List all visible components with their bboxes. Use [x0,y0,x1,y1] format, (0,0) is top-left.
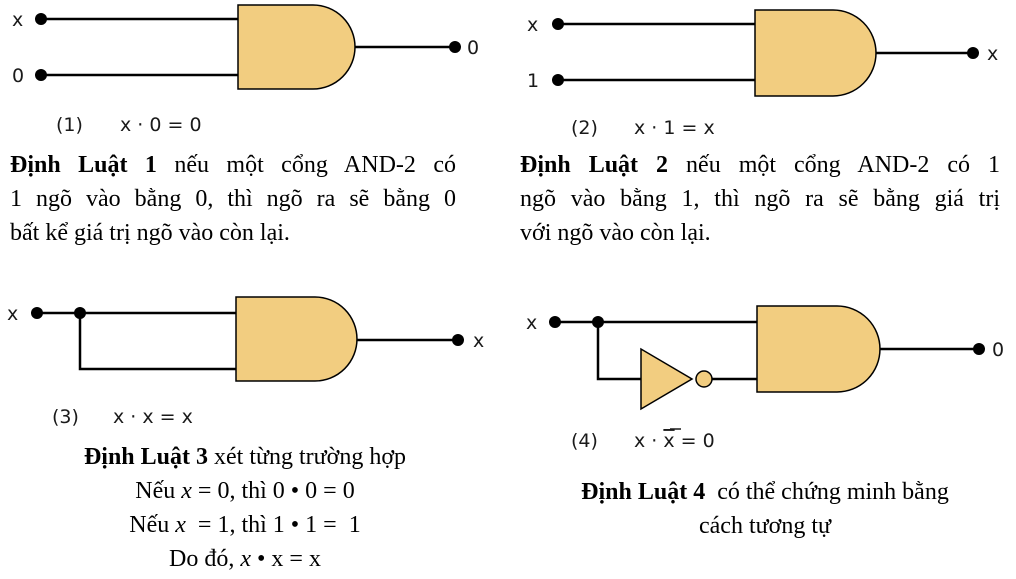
panel-2-circuit: x 1 x (2) x · 1 = x [527,9,998,139]
input-label: x [526,312,537,334]
output-dot [449,41,461,53]
input-label: x [7,303,18,325]
input-label-top: x [12,9,23,31]
caption-number: (2) [571,117,598,139]
and-gate-4 [756,305,881,393]
caption-number: (1) [56,114,83,136]
law-2-text: Định Luật 2 nếu một cổng AND-2 có 1 ngõ … [520,148,1000,250]
caption-number: (3) [52,406,79,428]
caption-eq-left: x · [634,430,663,452]
input-dot-top [552,18,564,30]
case-2-var: x [175,512,186,538]
law-4-line-2: cách tương tự [699,513,831,539]
caption-equation: x · 0 = 0 [120,114,202,136]
law-1-line-1: Định Luật 1 nếu một cổng AND-2 có [10,148,456,182]
caption-eq-right: = 0 [675,430,715,452]
caption-equation: x · x = x [113,406,193,428]
law-4-title: Định Luật 4 [581,479,706,505]
law-3-case-1: Nếu x = 0, thì 0 • 0 = 0 [20,474,470,508]
conclusion-prefix: Do đó, [169,546,241,572]
law-1-line-3: bất kể giá trị ngõ vào còn lại. [10,220,290,246]
law-3-title-rest: xét từng trường hợp [208,444,407,470]
law-2-line-2: ngõ vào bằng 1, thì ngõ ra sẽ bằng giá t… [520,186,1000,212]
law-3-conclusion: Do đó, x • x = x [20,542,470,576]
conclusion-var: x [240,546,252,572]
law-4-line-1-rest: có thể chứng minh bằng [705,479,949,505]
output-dot [967,47,979,59]
input-dot [549,316,561,328]
and-gate-3 [235,296,358,382]
law-2-line-1-rest: nếu một cổng AND-2 có 1 [668,152,1000,178]
input-dot-bottom [552,74,564,86]
law-1-line-2: 1 ngõ vào bằng 0, thì ngõ ra sẽ bằng 0 [10,186,456,212]
input-label-bottom: 0 [12,65,24,87]
and-gate-1 [237,4,356,90]
and-gate-2 [754,9,877,97]
law-2-title: Định Luật 2 [520,152,669,178]
law-2-line-3: với ngõ vào còn lại. [520,220,711,246]
input-label-top: x [527,14,538,36]
inverter-branch-wire [596,322,641,381]
law-3-text: Định Luật 3 xét từng trường hợp Nếu x = … [20,440,470,576]
law-1-line-1-rest: nếu một cổng AND-2 có [156,152,456,178]
output-label: 0 [467,37,479,59]
law-2-line-1: Định Luật 2 nếu một cổng AND-2 có 1 [520,148,1000,182]
input-dot-bottom [35,69,47,81]
output-dot [452,334,464,346]
output-label: 0 [992,339,1004,361]
law-3-line-1: Định Luật 3 xét từng trường hợp [20,440,470,474]
caption-eq-bar-var: x [663,430,674,452]
law-4-line-1: Định Luật 4 có thể chứng minh bằng [520,475,1010,509]
conclusion-rest: • x = x [251,546,321,572]
junction-dot [592,316,604,328]
case-2-prefix: Nếu [129,512,176,538]
input-dot-top [35,13,47,25]
input-dot [31,307,43,319]
caption-equation: x · x = 0 [634,430,715,452]
case-1-rest: = 0, thì 0 • 0 = 0 [191,478,355,504]
panel-1-circuit: x 0 0 (1) x · 0 = 0 [12,4,479,136]
junction-dot [74,307,86,319]
feedback-wire [78,313,236,371]
not-gate [640,347,694,411]
caption-number: (4) [571,430,598,452]
law-1-title: Định Luật 1 [10,152,157,178]
inverter-bubble [695,370,713,388]
panel-4-circuit: x 0 (4) x · x = 0 [526,305,1004,452]
case-1-prefix: Nếu [135,478,182,504]
caption-equation: x · 1 = x [634,117,715,139]
law-4-text: Định Luật 4 có thể chứng minh bằng cách … [520,475,1010,543]
input-label-bottom: 1 [527,70,539,92]
output-label: x [987,43,998,65]
output-label: x [473,330,484,352]
case-1-var: x [181,478,192,504]
panel-3-circuit: x x (3) x · x = x [7,296,484,428]
law-1-text: Định Luật 1 nếu một cổng AND-2 có 1 ngõ … [10,148,456,250]
output-dot [973,343,985,355]
law-3-case-2: Nếu x = 1, thì 1 • 1 = 1 [20,508,470,542]
law-3-title: Định Luật 3 [83,444,208,470]
case-2-rest: = 1, thì 1 • 1 = 1 [185,512,361,538]
